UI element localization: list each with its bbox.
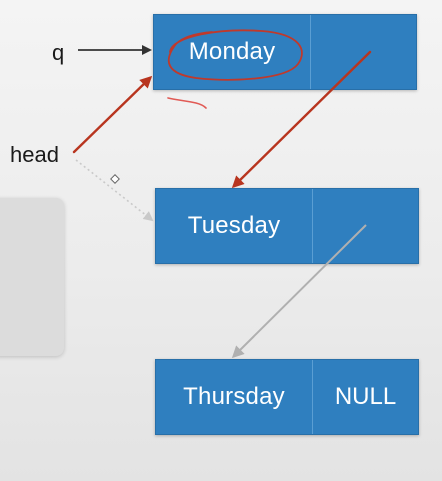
tuesday-next-arrow <box>231 224 367 359</box>
head-pointer-old-arrow <box>75 159 154 222</box>
node-next-cell: NULL <box>312 360 418 434</box>
node-data-cell: Thursday <box>183 383 285 410</box>
node-data-cell: Monday <box>188 38 276 65</box>
side-panel <box>0 198 64 356</box>
node-next-cell <box>312 189 418 263</box>
head-pointer-red-arrow <box>72 75 153 154</box>
list-node-tuesday: Tuesday <box>155 188 419 264</box>
node-data-cell: Tuesday <box>187 212 281 239</box>
list-node-thursday: Thursday NULL <box>155 359 419 435</box>
dotted-arrow-handle-marker <box>110 174 120 184</box>
monday-red-underline-annotation <box>167 97 207 109</box>
pointer-label-head: head <box>10 142 59 167</box>
monday-red-circle-annotation <box>167 29 303 81</box>
pointer-label-q: q <box>52 40 65 65</box>
monday-next-red-arrow <box>231 50 372 189</box>
node-next-cell <box>310 15 416 89</box>
